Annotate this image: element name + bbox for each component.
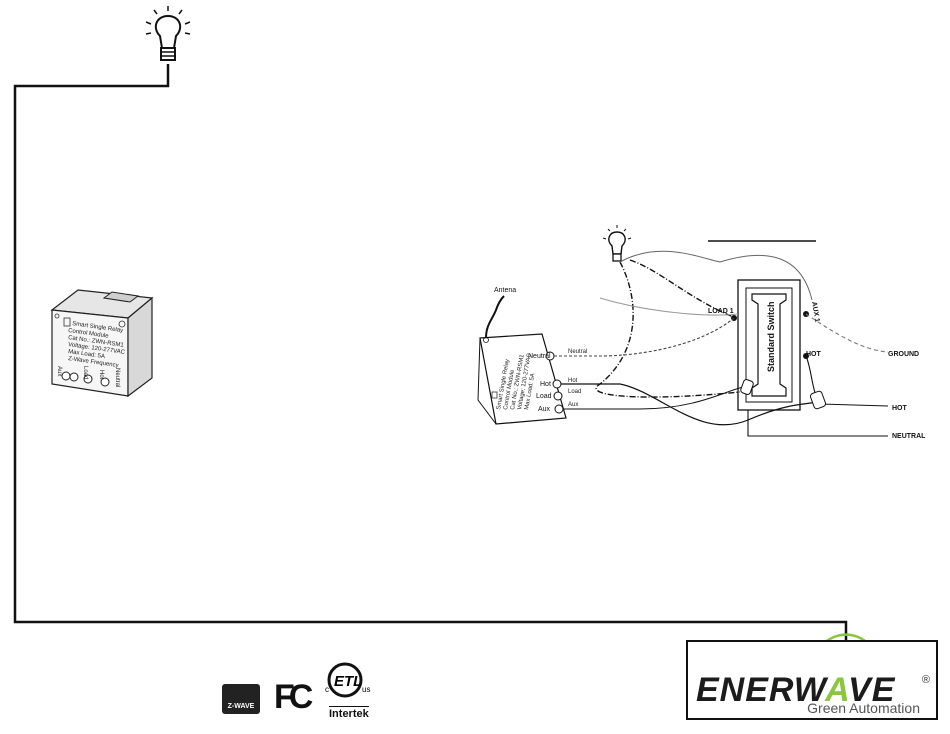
etl-mark-icon: ETL c us <box>325 662 370 698</box>
terminal-aux-label: Aux <box>538 406 551 413</box>
hot-label: HOT <box>892 405 908 412</box>
svg-text:Neutral: Neutral <box>114 368 120 387</box>
svg-text:c: c <box>325 685 329 694</box>
intertek-label: Intertek <box>329 706 369 720</box>
terminal-load-label: Load <box>536 393 552 400</box>
svg-text:Hot: Hot <box>98 370 104 380</box>
ground-label: GROUND <box>888 351 919 358</box>
svg-text:Load: Load <box>82 366 88 379</box>
svg-text:us: us <box>362 685 370 694</box>
terminal-hot-label: Hot <box>540 381 551 388</box>
frame-wire <box>13 64 848 642</box>
wire-load-label: Load <box>568 389 581 395</box>
wire-hot-label: Hot <box>568 378 578 384</box>
standard-switch <box>731 279 809 411</box>
terminal-neutral-label: Neutral <box>528 353 551 360</box>
relay-module-3d: Smart Single Relay Control Module Cat No… <box>50 289 154 398</box>
registered-mark: ® <box>921 674 930 686</box>
wire-aux-label: Aux <box>568 402 578 408</box>
antenna-label: Antena <box>494 287 516 294</box>
top-bulb-icon <box>145 6 191 61</box>
svg-text:Control Module: Control Module <box>68 328 110 340</box>
switch-hot-terminal: HOT <box>806 351 822 358</box>
enerwave-logo: ENERWAVE ® Green Automation <box>686 640 938 720</box>
brand-name: ENERWAVE <box>696 671 896 709</box>
switch-aux-terminal: AUX 1 <box>810 301 820 323</box>
wire-nut-icon <box>740 379 827 410</box>
switch-label: Standard Switch <box>766 301 776 372</box>
wires <box>554 250 889 437</box>
svg-text:Max Load: 5A: Max Load: 5A <box>68 349 106 360</box>
zwave-badge: Z-WAVE <box>222 684 260 714</box>
fcc-mark: FC <box>274 678 313 716</box>
load-bulb-icon <box>602 225 632 262</box>
neutral-label: NEUTRAL <box>892 433 926 440</box>
svg-text:ETL: ETL <box>334 673 362 690</box>
wire-neutral-label: Neutral <box>568 349 587 355</box>
brand-tagline: Green Automation <box>807 700 920 716</box>
relay-module-flat: Smart Single Relay Control Module Cat No… <box>477 295 567 425</box>
svg-text:Aux: Aux <box>56 366 62 376</box>
